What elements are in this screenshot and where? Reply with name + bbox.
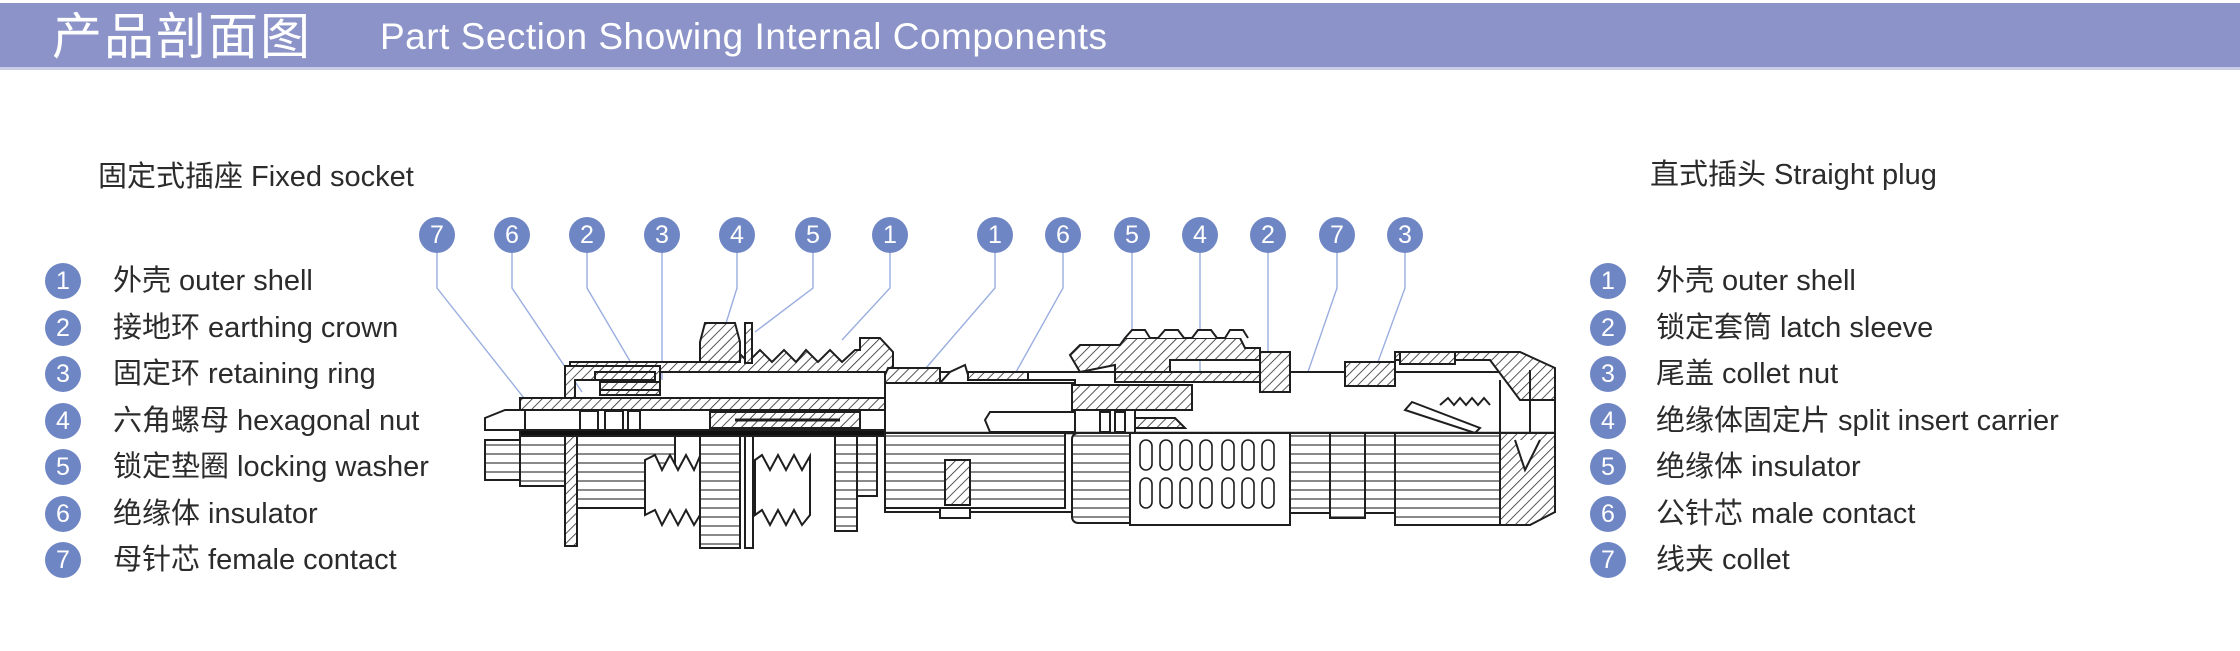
number-badge-icon: 2 xyxy=(1590,309,1626,346)
leader-line xyxy=(754,252,814,333)
plug-latch-sleeve xyxy=(1068,337,1261,374)
number-badge-icon: 4 xyxy=(45,402,81,439)
plug-insulator xyxy=(1071,384,1193,411)
socket-hex-nut xyxy=(699,322,741,363)
fixed-socket-title: 固定式插座 Fixed socket xyxy=(98,161,414,193)
plug-callout-badge: 6 xyxy=(1045,217,1081,253)
leader-line xyxy=(511,252,583,393)
leader-line xyxy=(721,252,738,337)
number-badge-icon: 5 xyxy=(45,449,81,485)
socket-insulator-sleeve xyxy=(519,397,891,411)
plug-callout-badge: 2 xyxy=(1250,217,1286,253)
legend-label: 锁定套筒 latch sleeve xyxy=(1656,311,1934,344)
number-badge-icon: 1 xyxy=(45,263,81,299)
socket-leader-lines xyxy=(436,252,891,413)
header-title-cn: 产品剖面图 xyxy=(52,8,312,66)
socket-locking-washer xyxy=(744,322,753,364)
legend-label: 公针芯 male contact xyxy=(1656,497,1916,530)
plug-callout-badge: 5 xyxy=(1114,217,1150,253)
socket-callout-badge: 2 xyxy=(569,217,605,253)
socket-flange xyxy=(834,435,858,532)
legend-label: 外壳 outer shell xyxy=(1656,265,1856,297)
plug-outer-shell xyxy=(884,367,941,384)
number-badge-icon: 4 xyxy=(1590,402,1626,439)
legend-label: 外壳 outer shell xyxy=(113,265,313,297)
leader-line xyxy=(586,252,641,379)
grip-slots xyxy=(1139,439,1275,509)
socket-callout-badge: 5 xyxy=(795,217,831,253)
socket-callout-badge: 3 xyxy=(644,217,680,253)
socket-callout-badge: 7 xyxy=(419,217,455,253)
plug-callout-badge: 4 xyxy=(1182,217,1218,253)
straight-plug-title: 直式插头 Straight plug xyxy=(1650,159,1937,191)
legend-label: 绝缘体固定片 split insert carrier xyxy=(1656,404,2059,437)
leader-line xyxy=(1374,252,1406,371)
header-title-en: Part Section Showing Internal Components xyxy=(380,16,1108,57)
legend-label: 母针芯 female contact xyxy=(113,544,397,576)
number-badge-icon: 1 xyxy=(1590,263,1626,299)
plug-callout-badge: 7 xyxy=(1319,217,1355,253)
leader-line xyxy=(1299,252,1338,396)
legend-label: 六角螺母 hexagonal nut xyxy=(113,404,420,437)
number-badge-icon: 2 xyxy=(45,309,81,346)
legend-label: 锁定垫圈 locking washer xyxy=(113,451,429,483)
number-badge-icon: 7 xyxy=(1590,542,1626,578)
plug-callout-badge: 3 xyxy=(1387,217,1423,253)
number-badge-icon: 5 xyxy=(1590,449,1626,485)
straight-plug-drawing xyxy=(884,329,1556,526)
leader-line xyxy=(436,252,536,413)
plug-collet xyxy=(1403,400,1482,435)
legend-label: 接地环 earthing crown xyxy=(113,311,399,344)
socket-thread-lower xyxy=(644,452,701,528)
header-band: 产品剖面图 Part Section Showing Internal Comp… xyxy=(0,3,2240,70)
plug-callout-badge: 1 xyxy=(977,217,1013,253)
leader-line xyxy=(919,252,996,376)
number-badge-icon: 3 xyxy=(1590,356,1626,392)
leader-line xyxy=(841,252,891,341)
number-badge-icon: 6 xyxy=(1590,495,1626,532)
legend-label: 尾盖 collet nut xyxy=(1656,358,1839,390)
socket-callout-badge: 1 xyxy=(872,217,908,253)
fixed-socket-drawing xyxy=(484,322,895,549)
plug-split-insert-carrier xyxy=(1114,371,1266,383)
legend-label: 固定环 retaining ring xyxy=(113,358,376,390)
plug-male-contact xyxy=(983,411,1076,433)
legend-label: 绝缘体 insulator xyxy=(1656,451,1861,483)
legend-label: 线夹 collet xyxy=(1656,544,1790,576)
number-badge-icon: 7 xyxy=(45,542,81,578)
socket-callout-badge: 4 xyxy=(719,217,755,253)
number-badge-icon: 3 xyxy=(45,356,81,392)
legend-label: 绝缘体 insulator xyxy=(113,497,318,530)
number-badge-icon: 6 xyxy=(45,495,81,532)
socket-hex-nut-lower xyxy=(699,435,741,549)
socket-callout-badge: 6 xyxy=(494,217,530,253)
